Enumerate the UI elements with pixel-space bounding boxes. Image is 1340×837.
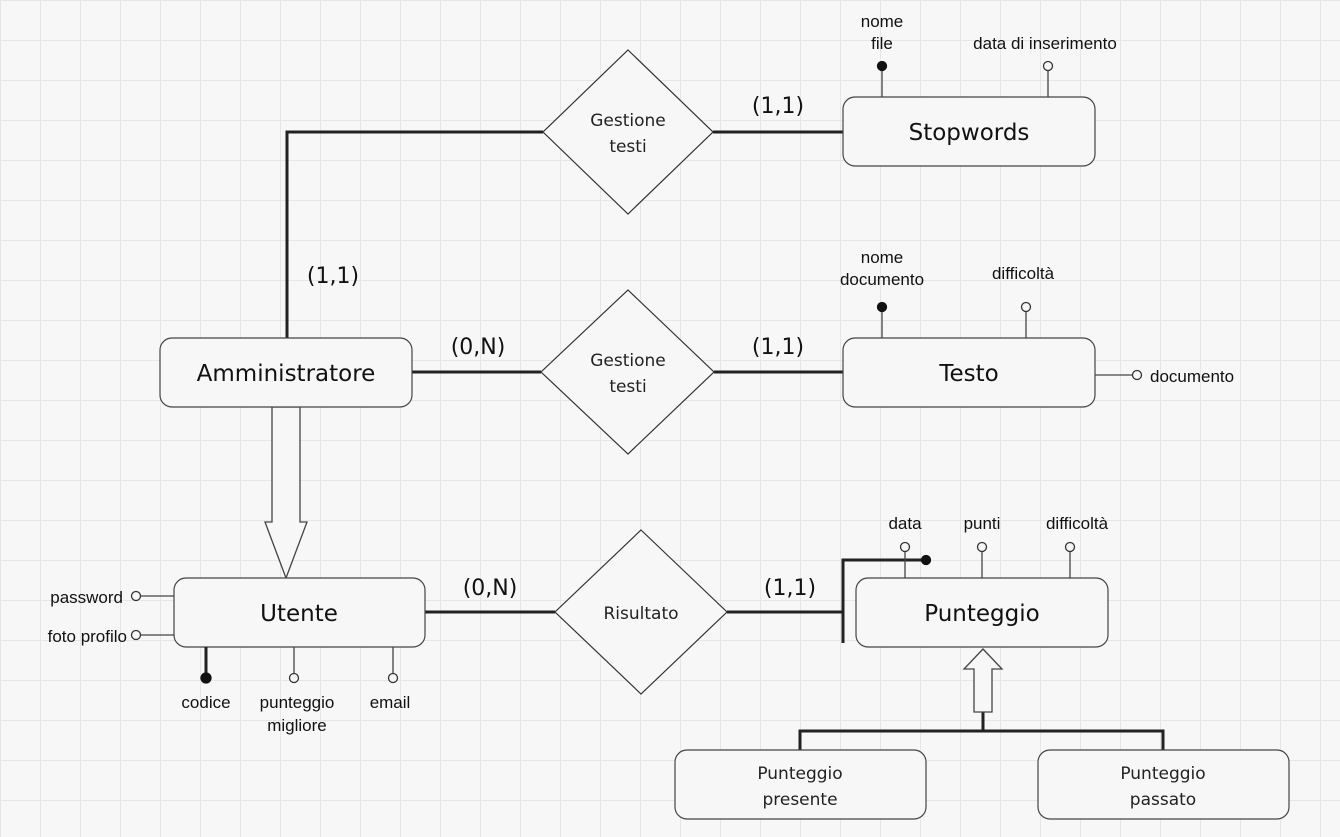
identifier-dot-icon [200,672,212,684]
relationship-gestione-testi-top[interactable]: Gestione testi [542,49,714,215]
relationship-label: Risultato [603,604,678,624]
relationship-label: testi [609,377,646,397]
admin-to-gestione-top-line [285,130,543,338]
cardinality-label: (0,N) [463,576,518,601]
attribute-dot-icon [1042,60,1054,72]
attribute-dot-icon [130,590,142,602]
entity-stopwords[interactable]: Stopwords [842,96,1096,167]
attribute-dot-icon [1020,301,1032,313]
attribute-label: nome [861,12,904,31]
attribute-dot-icon [387,672,399,684]
attribute-label: difficoltà [992,264,1055,283]
attribute-dot-icon [899,541,911,553]
attribute-label: file [871,34,893,53]
attribute-label: nome [861,248,904,267]
attribute-label: migliore [267,716,327,735]
identifier-dot-icon [920,554,932,566]
attribute-dot-icon [1064,541,1076,553]
entity-label: Stopwords [909,120,1030,146]
relationship-label: Gestione [590,111,666,131]
attribute-difficolta-testo[interactable]: difficoltà [992,264,1055,338]
attribute-label: documento [840,270,924,289]
attribute-label: foto profilo [48,627,127,646]
attribute-dot-icon [976,541,988,553]
attribute-punteggio-migliore[interactable]: punteggio migliore [260,647,335,735]
attribute-documento[interactable]: documento [1095,367,1234,386]
attribute-email[interactable]: email [370,647,411,712]
entity-punteggio-presente[interactable]: Punteggio presente [674,749,927,820]
entity-punteggio-passato[interactable]: Punteggio passato [1037,749,1290,820]
relationship-gestione-testi-mid[interactable]: Gestione testi [540,289,715,455]
entity-amministratore[interactable]: Amministratore [159,337,413,408]
attribute-label: difficoltà [1046,514,1109,533]
cardinality-label: (1,1) [752,335,804,360]
entity-label: Utente [260,601,338,627]
attribute-data-inserimento[interactable]: data di inserimento [973,34,1117,97]
relationship-label: testi [609,137,646,157]
cardinality-label: (1,1) [307,264,359,289]
attribute-label: data [888,514,922,533]
punteggio-external-identifier-line [841,558,926,643]
entity-label: Amministratore [197,361,376,387]
attribute-dot-icon [1131,369,1143,381]
generalization-branch-line [798,729,1165,750]
attribute-label: data di inserimento [973,34,1117,53]
entity-label: presente [762,790,837,810]
entity-label: Testo [938,361,998,387]
entity-testo[interactable]: Testo [842,337,1096,408]
entity-label: Punteggio [757,764,842,784]
relationship-risultato[interactable]: Risultato [554,529,728,695]
attribute-password[interactable]: password [50,588,174,607]
attribute-foto-profilo[interactable]: foto profilo [48,627,174,646]
attribute-label: punteggio [260,693,335,712]
attribute-difficolta-punteggio[interactable]: difficoltà [1046,514,1109,578]
relationship-label: Gestione [590,351,666,371]
attribute-label: email [370,693,411,712]
attribute-codice[interactable]: codice [181,647,231,712]
entity-label: passato [1130,790,1196,810]
attribute-punti[interactable]: punti [964,514,1001,578]
entity-utente[interactable]: Utente [173,577,426,648]
attribute-data[interactable]: data [888,514,932,578]
generalization-arrow-icon [962,648,1004,713]
identifier-dot-icon [876,60,888,72]
entity-label: Punteggio [1120,764,1205,784]
cardinality-label: (1,1) [752,94,804,119]
attribute-label: documento [1150,367,1234,386]
cardinality-label: (0,N) [451,335,506,360]
attribute-dot-icon [130,629,142,641]
attribute-label: password [50,588,123,607]
attribute-label: codice [181,693,230,712]
attribute-dot-icon [288,672,300,684]
identifier-dot-icon [876,301,888,313]
inheritance-arrow-icon [264,406,308,580]
attribute-nome-file[interactable]: nome file [861,12,904,97]
entity-punteggio[interactable]: Punteggio [855,577,1109,648]
attribute-nome-documento[interactable]: nome documento [840,248,924,338]
attribute-label: punti [964,514,1001,533]
entity-label: Punteggio [924,601,1039,627]
cardinality-label: (1,1) [764,576,816,601]
